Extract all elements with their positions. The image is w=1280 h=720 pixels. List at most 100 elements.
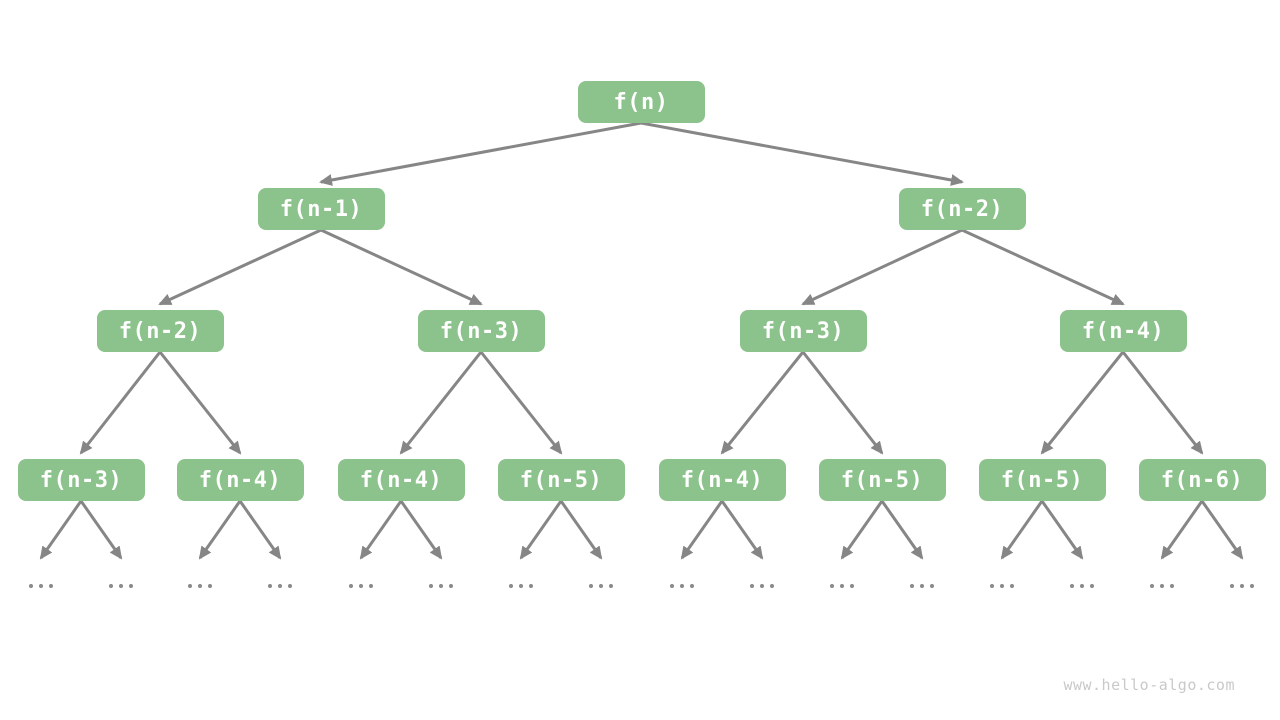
watermark: www.hello-algo.com bbox=[1063, 676, 1235, 694]
ellipsis-dot bbox=[129, 584, 133, 588]
ellipsis-dot bbox=[1000, 584, 1004, 588]
tree-node: f(n-6) bbox=[1138, 459, 1266, 501]
ellipsis-dot bbox=[349, 584, 353, 588]
tree-node: f(n-3) bbox=[739, 310, 867, 352]
ellipsis-dots bbox=[589, 584, 613, 588]
tree-node: f(n-4) bbox=[1059, 310, 1187, 352]
ellipsis-dot bbox=[760, 584, 764, 588]
ellipsis-dot bbox=[1250, 584, 1254, 588]
tree-edge-arrow bbox=[158, 351, 242, 455]
ellipsis-dot bbox=[529, 584, 533, 588]
tree-edge-arrow bbox=[399, 351, 483, 455]
ellipsis-dot bbox=[1230, 584, 1234, 588]
ellipsis-dot bbox=[1010, 584, 1014, 588]
tree-edge-arrow bbox=[79, 500, 123, 560]
tree-node: f(n-5) bbox=[497, 459, 625, 501]
tree-edge-arrow bbox=[720, 351, 805, 455]
tree-edge-arrow bbox=[1200, 500, 1244, 560]
tree-node: f(n-4) bbox=[337, 459, 465, 501]
ellipsis-dots bbox=[1230, 584, 1254, 588]
tree-edge-arrow bbox=[720, 500, 764, 560]
ellipsis-dots bbox=[349, 584, 373, 588]
tree-node: f(n-4) bbox=[658, 459, 786, 501]
ellipsis-dot bbox=[429, 584, 433, 588]
tree-node: f(n) bbox=[577, 81, 705, 123]
ellipsis-dot bbox=[109, 584, 113, 588]
ellipsis-dot bbox=[589, 584, 593, 588]
tree-edge-arrow bbox=[680, 500, 724, 560]
ellipsis-dot bbox=[670, 584, 674, 588]
tree-edge-arrow bbox=[801, 228, 963, 306]
tree-edge-arrow bbox=[1000, 500, 1044, 560]
ellipsis-dot bbox=[449, 584, 453, 588]
ellipsis-dot bbox=[920, 584, 924, 588]
ellipsis-dot bbox=[830, 584, 834, 588]
ellipsis-dot bbox=[29, 584, 33, 588]
tree-edge-arrow bbox=[320, 228, 483, 306]
tree-edge-arrow bbox=[519, 500, 563, 560]
ellipsis-dot bbox=[1240, 584, 1244, 588]
ellipsis-dot bbox=[359, 584, 363, 588]
ellipsis-dots bbox=[1150, 584, 1174, 588]
ellipsis-dot bbox=[278, 584, 282, 588]
tree-node: f(n-2) bbox=[898, 188, 1026, 230]
ellipsis-dot bbox=[268, 584, 272, 588]
tree-edge-arrow bbox=[801, 351, 884, 455]
ellipsis-dot bbox=[680, 584, 684, 588]
ellipsis-dots bbox=[109, 584, 133, 588]
tree-node: f(n-3) bbox=[17, 459, 145, 501]
tree-edge-arrow bbox=[399, 500, 443, 560]
ellipsis-dot bbox=[1080, 584, 1084, 588]
ellipsis-dot bbox=[770, 584, 774, 588]
tree-edge-arrow bbox=[1040, 500, 1084, 560]
ellipsis-dot bbox=[188, 584, 192, 588]
tree-edge-arrow bbox=[39, 500, 83, 560]
ellipsis-dots bbox=[990, 584, 1014, 588]
ellipsis-dot bbox=[609, 584, 613, 588]
ellipsis-dots bbox=[429, 584, 453, 588]
ellipsis-dot bbox=[750, 584, 754, 588]
ellipsis-dot bbox=[369, 584, 373, 588]
ellipsis-dots bbox=[910, 584, 934, 588]
ellipsis-dots bbox=[268, 584, 292, 588]
ellipsis-dots bbox=[1070, 584, 1094, 588]
tree-edge-arrow bbox=[158, 228, 322, 306]
tree-edge-arrow bbox=[198, 500, 242, 560]
tree-edge-arrow bbox=[880, 500, 924, 560]
ellipsis-dots bbox=[750, 584, 774, 588]
ellipsis-dots bbox=[29, 584, 53, 588]
ellipsis-dot bbox=[850, 584, 854, 588]
tree-node: f(n-1) bbox=[257, 188, 385, 230]
ellipsis-dot bbox=[208, 584, 212, 588]
tree-edge-arrow bbox=[1040, 351, 1125, 455]
ellipsis-dots bbox=[830, 584, 854, 588]
tree-edge-arrow bbox=[359, 500, 403, 560]
ellipsis-dot bbox=[1070, 584, 1074, 588]
ellipsis-dots bbox=[188, 584, 212, 588]
tree-edge-arrow bbox=[840, 500, 884, 560]
tree-edge-arrow bbox=[961, 228, 1125, 306]
ellipsis-dot bbox=[840, 584, 844, 588]
ellipsis-dot bbox=[1150, 584, 1154, 588]
tree-edge-arrow bbox=[238, 500, 282, 560]
tree-edge-arrow bbox=[559, 500, 603, 560]
tree-node: f(n-5) bbox=[978, 459, 1106, 501]
ellipsis-dot bbox=[439, 584, 443, 588]
ellipsis-dot bbox=[119, 584, 123, 588]
ellipsis-dot bbox=[1160, 584, 1164, 588]
ellipsis-dots bbox=[670, 584, 694, 588]
ellipsis-dot bbox=[1090, 584, 1094, 588]
ellipsis-dots bbox=[509, 584, 533, 588]
tree-edge-arrow bbox=[1121, 351, 1204, 455]
tree-edge-arrow bbox=[640, 121, 964, 186]
tree-edge-arrow bbox=[79, 351, 162, 455]
ellipsis-dot bbox=[198, 584, 202, 588]
ellipsis-dot bbox=[509, 584, 513, 588]
ellipsis-dot bbox=[930, 584, 934, 588]
ellipsis-dot bbox=[1170, 584, 1174, 588]
tree-node: f(n-3) bbox=[417, 310, 545, 352]
tree-edge-arrow bbox=[479, 351, 563, 455]
ellipsis-dot bbox=[519, 584, 523, 588]
